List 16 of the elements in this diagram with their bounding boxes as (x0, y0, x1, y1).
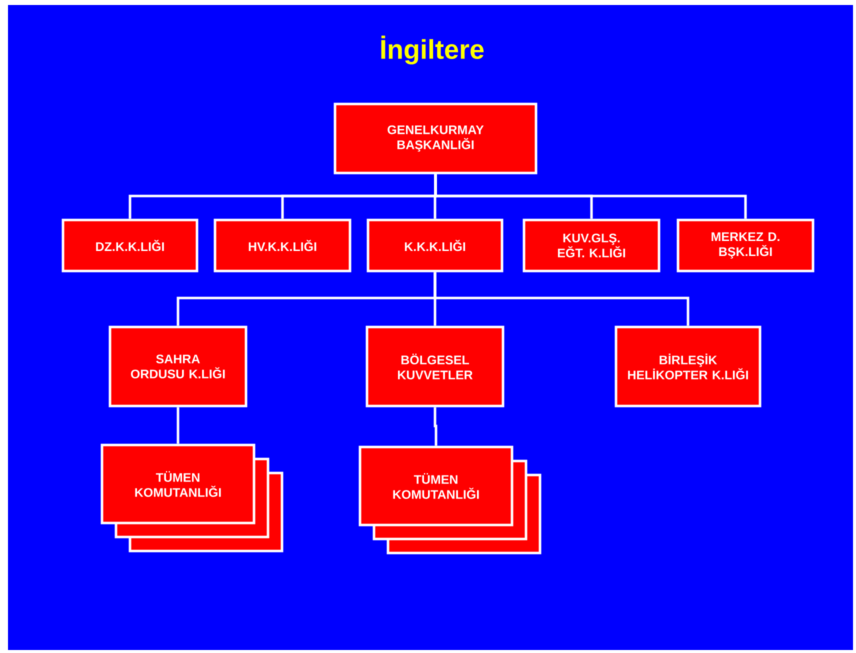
connector-line (434, 272, 690, 326)
stacked-box: TÜMEN KOMUTANLIĞI (100, 444, 284, 552)
stacked-box: TÜMEN KOMUTANLIĞI (358, 446, 542, 554)
connector-line (434, 407, 438, 446)
connector-line (176, 407, 180, 444)
org-box: BÖLGESEL KUVVETLER (366, 326, 504, 408)
connector-line (434, 174, 747, 219)
org-box: GENELKURMAY BAŞKANLIĞI (334, 102, 538, 174)
org-box: MERKEZ D. BŞK.LIĞI (676, 218, 814, 272)
org-box: DZ.K.K.LIĞI (62, 218, 198, 272)
org-box: SAHRA ORDUSU K.LIĞI (108, 326, 248, 408)
title: İngiltere (381, 36, 484, 64)
org-box: HV.K.K.LIĞI (214, 218, 352, 272)
org-box: KUV.GLŞ. EĞT. K.LIĞI (522, 218, 660, 272)
org-box: K.K.K.LIĞI (366, 218, 504, 272)
org-box: BİRLEŞİK HELİKOPTER K.LIĞI (614, 326, 762, 408)
